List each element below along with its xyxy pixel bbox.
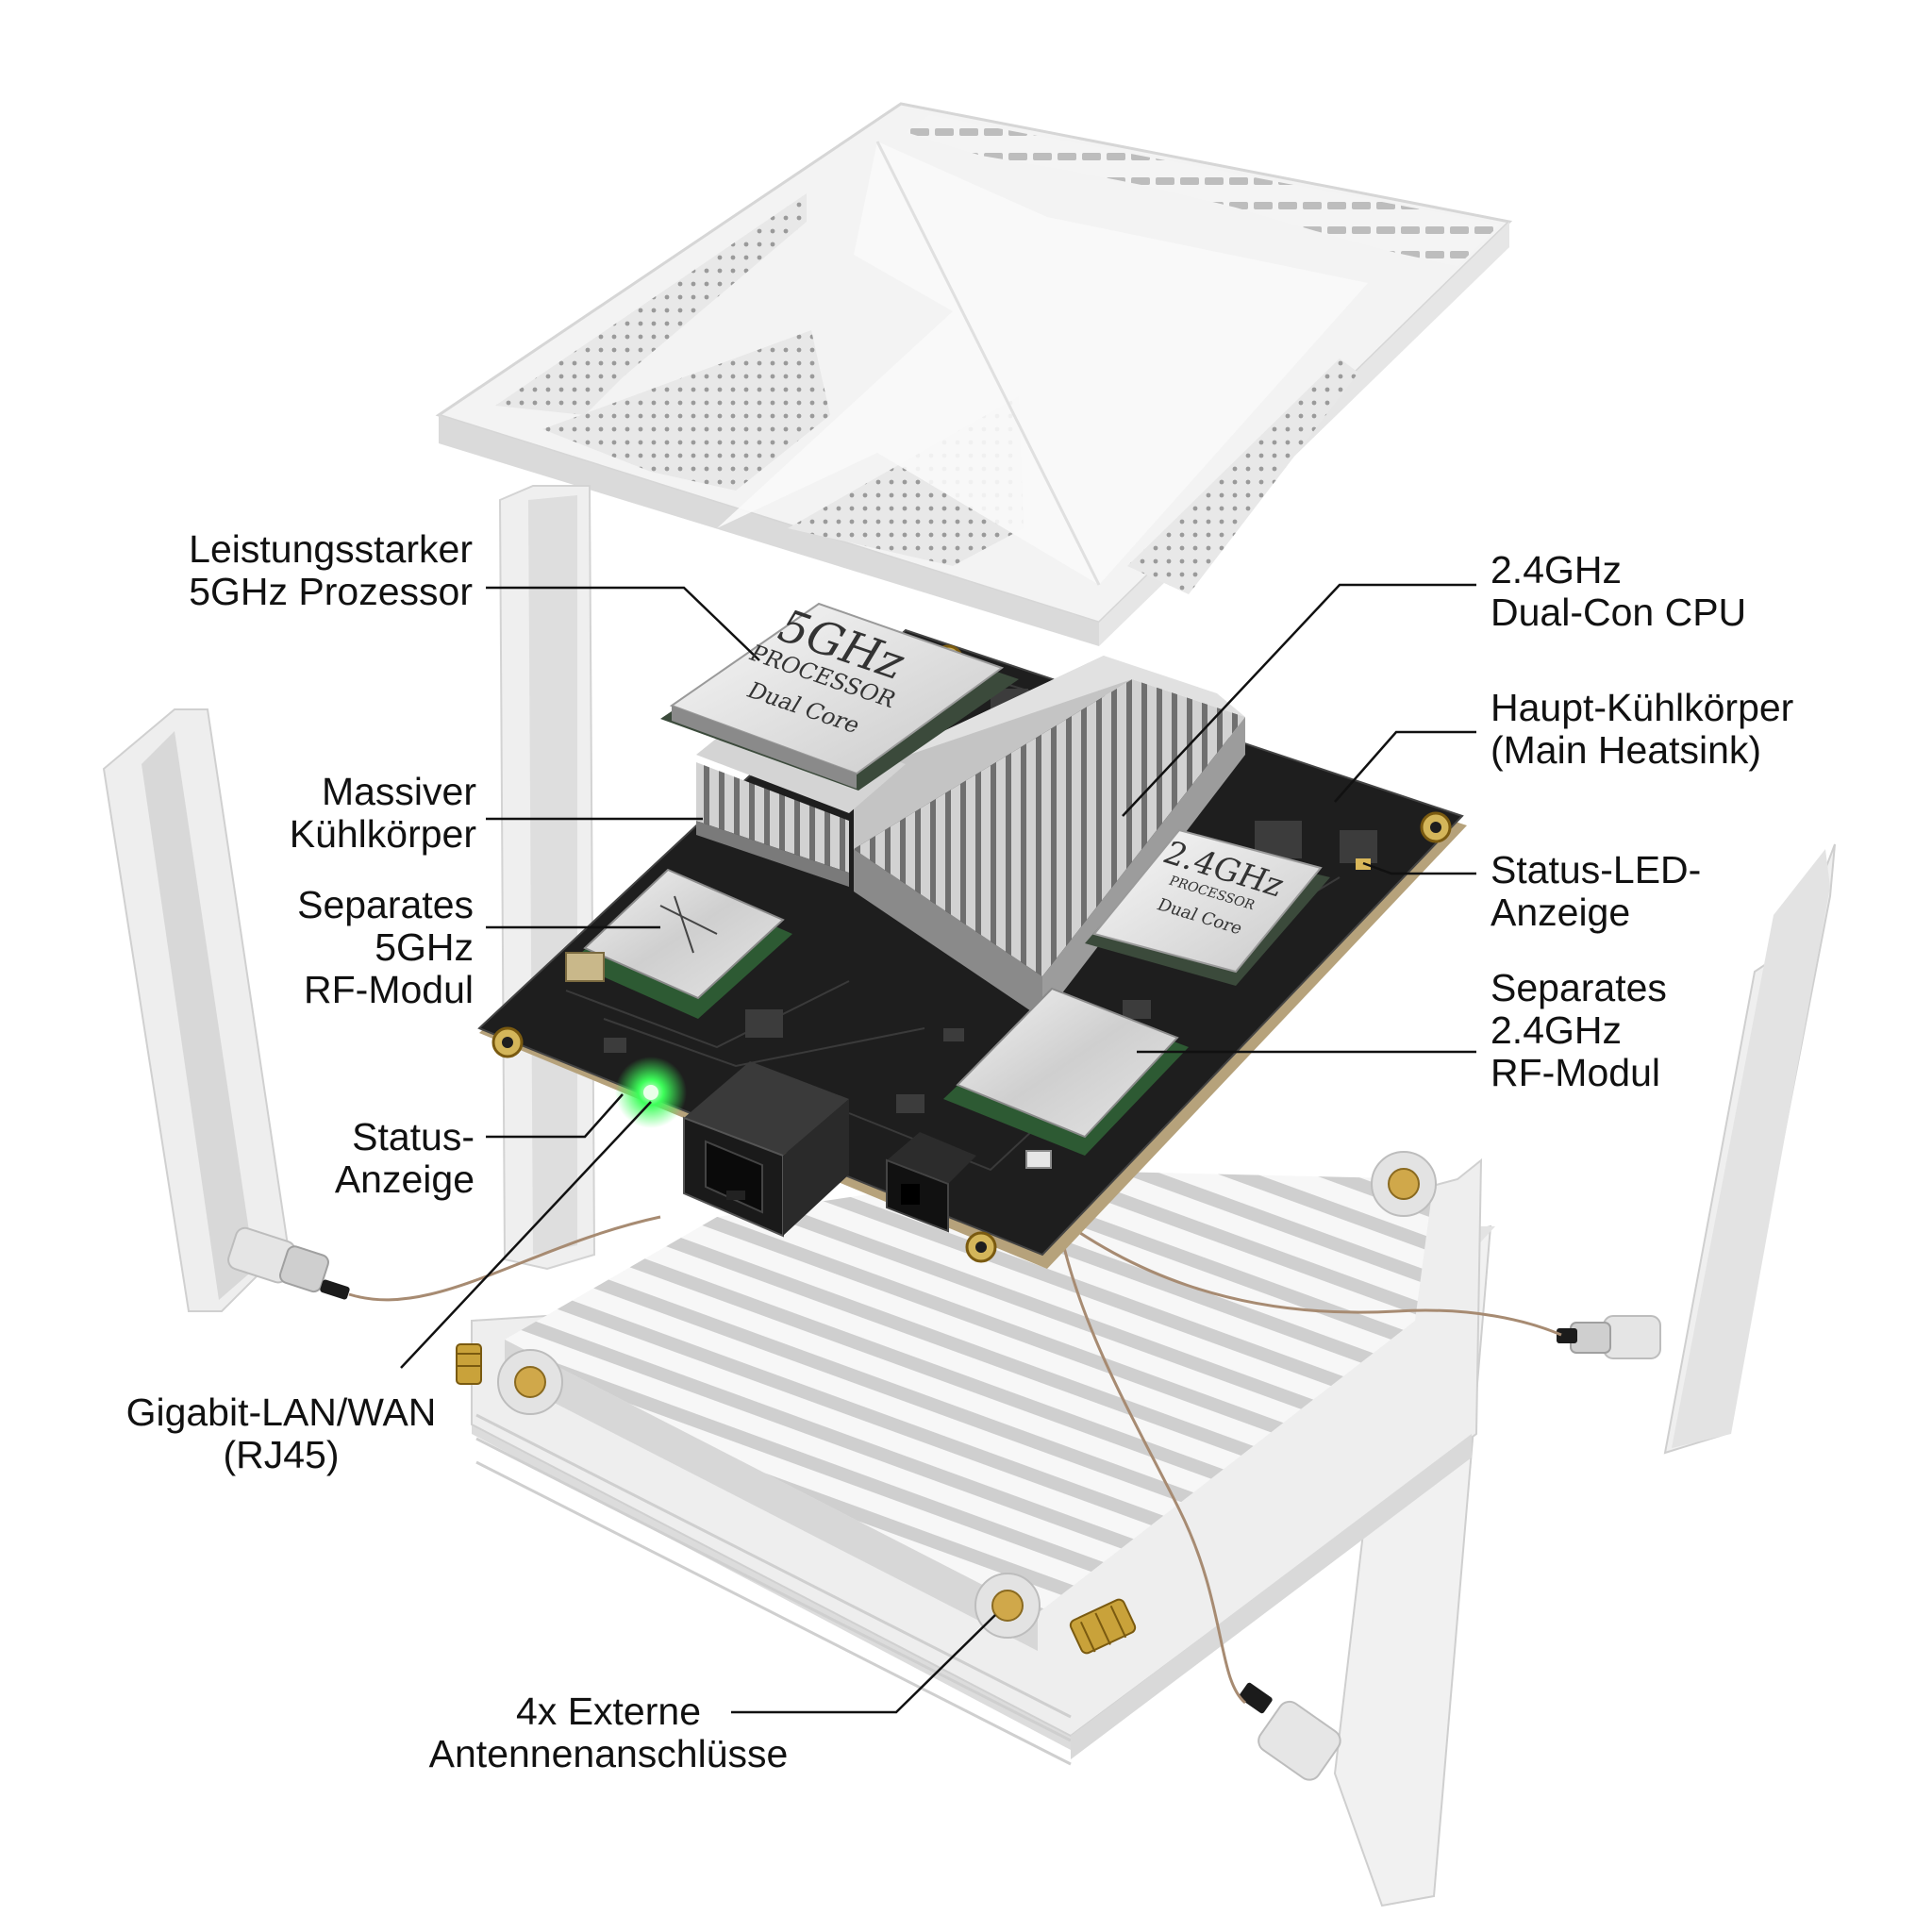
label-lan-wan: Gigabit-LAN/WAN (RJ45)	[125, 1391, 437, 1476]
label-antenna-ports: 4x Externe Antennenanschlüsse	[428, 1690, 789, 1775]
top-cover	[435, 102, 1513, 646]
antenna-left	[102, 708, 350, 1312]
screw-boss-left	[497, 1349, 563, 1415]
screw-boss-right	[1371, 1151, 1437, 1217]
label-processor-5ghz: Leistungsstarker 5GHz Prozessor	[189, 527, 473, 613]
label-rf-module-24ghz: Separates 2.4GHz RF-Modul	[1491, 966, 1667, 1094]
sma-connector-left	[456, 1343, 482, 1385]
label-status-led: Status-LED- Anzeige	[1491, 848, 1702, 934]
rj45-port	[683, 1061, 849, 1238]
label-main-heatsink: Haupt-Kühlkörper (Main Heatsink)	[1491, 686, 1794, 772]
power-jack	[886, 1132, 976, 1233]
antenna-back-left	[498, 485, 596, 1271]
screw-boss-front	[974, 1573, 1041, 1639]
rf-module-24ghz	[943, 987, 1189, 1169]
leader-lines	[400, 583, 1476, 1714]
label-status-indicator: Status- Anzeige	[334, 1115, 475, 1201]
label-cpu-24ghz: 2.4GHz Dual-Con CPU	[1491, 548, 1747, 634]
main-pcb	[477, 602, 1467, 1269]
base-housing	[456, 1151, 1483, 1766]
rf-module-5ghz	[565, 868, 792, 1019]
chip-24ghz	[1085, 828, 1330, 986]
label-massive-heatsink: Massiver Kühlkörper	[289, 770, 476, 856]
status-led	[615, 1057, 687, 1128]
chip-5ghz	[660, 602, 1019, 791]
sma-connector-front	[1069, 1598, 1137, 1655]
label-rf-module-5ghz: Separates 5GHz RF-Modul	[297, 883, 474, 1011]
antenna-right	[1557, 843, 1836, 1455]
